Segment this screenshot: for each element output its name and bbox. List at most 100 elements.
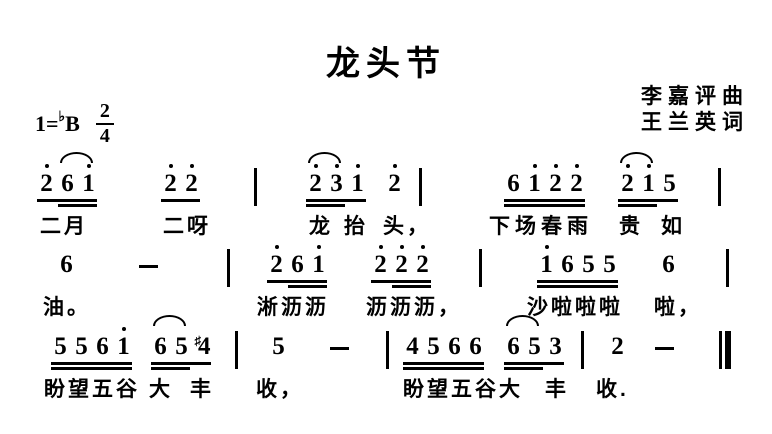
beam-underline	[504, 362, 564, 365]
duration-dash	[655, 347, 674, 350]
lyric-text: 沥沥沥，	[366, 296, 462, 319]
octave-dot	[532, 164, 537, 168]
octave-dot	[378, 245, 383, 249]
note-group: 6	[658, 252, 679, 292]
note-digit: 6	[561, 251, 574, 278]
time-signature: 2 4	[95, 100, 114, 148]
note-digit: 5	[175, 333, 188, 360]
note-digit: 1	[642, 170, 655, 197]
beam-underline	[151, 367, 190, 370]
lyric-text: 贵	[619, 215, 643, 238]
note-group: 2	[384, 164, 405, 211]
note-digit: 2	[185, 170, 198, 197]
lyric-text: 盼望五谷大	[403, 378, 523, 401]
beam-underline	[288, 285, 327, 288]
note-digit: 5	[582, 251, 595, 278]
octave-dot	[544, 245, 549, 249]
lyric-text: 头，	[383, 215, 431, 238]
lyricist-credit: 王兰英词	[641, 110, 749, 134]
beam-underline	[306, 204, 345, 207]
barline	[386, 331, 389, 369]
beam-underline	[618, 199, 678, 202]
octave-dot	[553, 164, 558, 168]
note-digit: 5	[427, 333, 440, 360]
barline	[419, 168, 422, 206]
beam-underline	[618, 204, 657, 207]
note-digit: 1	[82, 170, 95, 197]
note-digit: 2	[164, 170, 177, 197]
note-digit: 2	[270, 251, 283, 278]
note-digit: 2	[388, 170, 401, 197]
key-note: B	[65, 111, 80, 136]
note-digit: 2	[395, 251, 408, 278]
note-digit: 3	[549, 333, 562, 360]
note-digit: 2	[40, 170, 53, 197]
lyric-text: 收，	[256, 378, 304, 401]
song-title: 龙头节	[326, 46, 446, 83]
barline	[726, 249, 729, 287]
key-prefix: 1=	[35, 111, 59, 136]
credits-block: 李嘉评曲 王兰英词	[641, 83, 749, 135]
lyric-text: 淅沥沥	[257, 296, 329, 319]
octave-dot	[316, 245, 321, 249]
beam-underline	[392, 285, 431, 288]
octave-dot	[44, 164, 49, 168]
lyric-text: 二呀	[163, 215, 211, 238]
lyric-text: 啦，	[654, 296, 702, 319]
note-digit: 1	[117, 333, 130, 360]
lyric-text: 收.	[596, 378, 629, 401]
barline	[581, 331, 584, 369]
note-digit: 5	[75, 333, 88, 360]
note-digit: 2	[611, 333, 624, 360]
note-group: 5	[268, 334, 289, 374]
lyric-text: 沙啦啦啦	[527, 296, 623, 319]
note-digit: 1	[528, 170, 541, 197]
note-group: 2	[607, 334, 628, 374]
barline	[479, 249, 482, 287]
barline	[227, 249, 230, 287]
duration-dash	[139, 265, 158, 268]
note-digit: 5	[54, 333, 67, 360]
key-signature: 1=♭B 2 4	[35, 100, 114, 148]
slur-arc	[308, 152, 341, 163]
lyric-text: 龙	[309, 215, 333, 238]
time-numerator: 2	[95, 100, 114, 125]
note-digit: 6	[448, 333, 461, 360]
slur-arc	[620, 152, 653, 163]
time-denominator: 4	[99, 125, 110, 147]
note-group: 6	[56, 252, 77, 292]
beam-underline	[161, 199, 200, 202]
note-digit: 1	[540, 251, 553, 278]
octave-dot	[168, 164, 173, 168]
beam-underline	[267, 280, 327, 283]
beam-underline	[151, 362, 211, 365]
octave-dot	[574, 164, 579, 168]
sharp-accidental: ♯	[194, 333, 202, 348]
note-digit: 4	[406, 333, 419, 360]
octave-dot	[392, 164, 397, 168]
note-digit: 6	[507, 333, 520, 360]
beam-underline	[371, 280, 431, 283]
octave-dot	[355, 164, 360, 168]
octave-dot	[86, 164, 91, 168]
note-digit: 6	[291, 251, 304, 278]
final-barline-thin	[719, 331, 722, 369]
lyric-text: 丰	[545, 378, 569, 401]
lyric-text: 抬	[344, 215, 368, 238]
beam-underline	[51, 362, 132, 365]
beam-underline	[58, 204, 97, 207]
note-digit: 6	[60, 251, 73, 278]
note-digit: 6	[96, 333, 109, 360]
octave-dot	[274, 245, 279, 249]
octave-dot	[625, 164, 630, 168]
note-digit: 6	[469, 333, 482, 360]
